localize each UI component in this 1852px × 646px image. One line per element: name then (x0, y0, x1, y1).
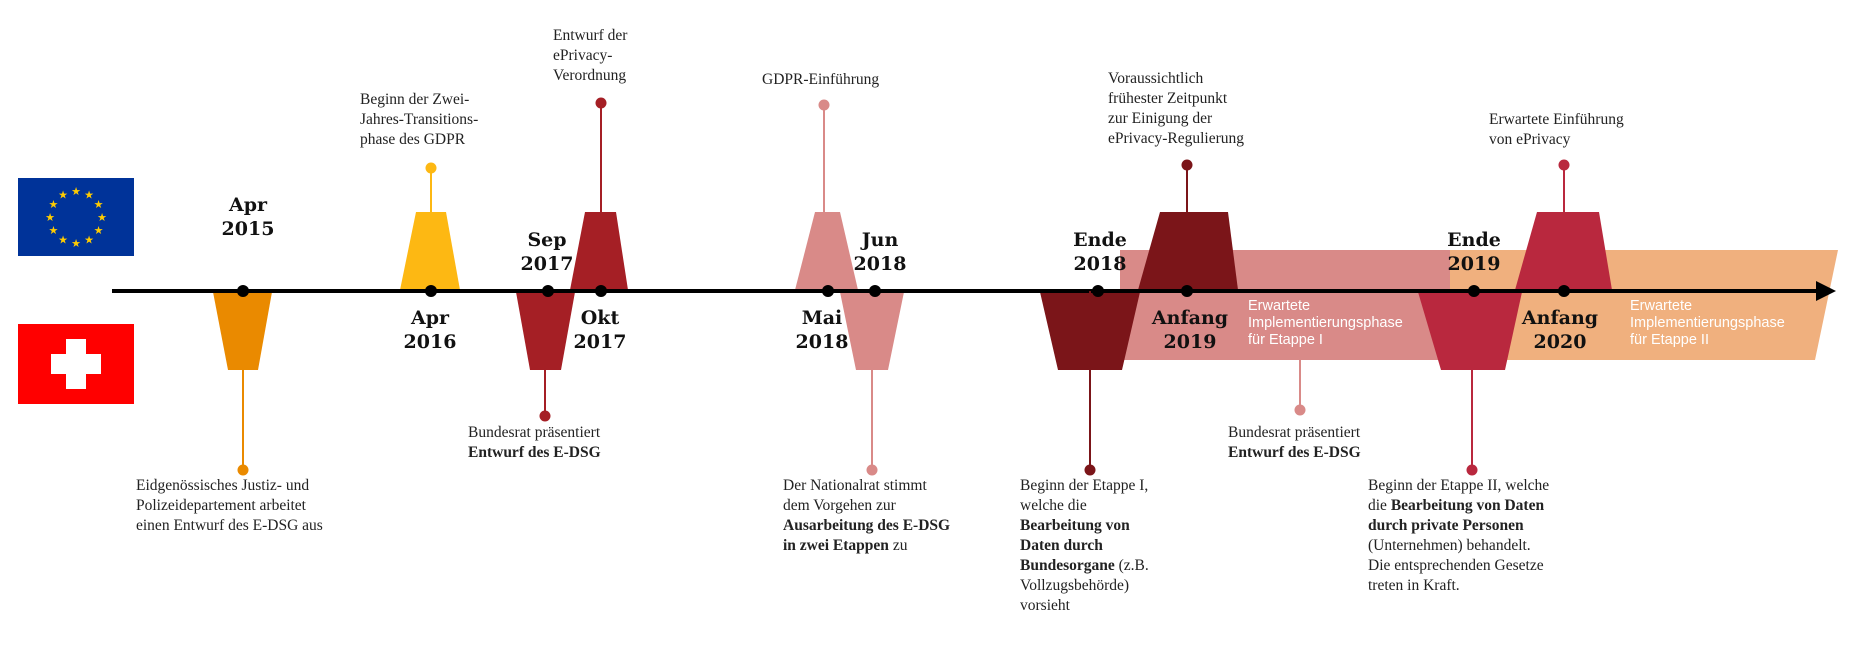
ch-event-bundesrat-2: Bundesrat präsentiert Entwurf des E-DSG (1228, 424, 1361, 461)
ch-event-etappe-2: Beginn der Etappe II, welche die Bearbei… (1368, 477, 1550, 594)
ch-event-bundesrat-1: Bundesrat präsentiert Entwurf des E-DSG (468, 424, 601, 461)
eu-star-icon: ★ (97, 211, 107, 224)
eu-star-icon: ★ (94, 198, 104, 211)
stem-eprivacy-intro-dot (1558, 159, 1570, 171)
axis-dots (237, 285, 1570, 297)
eu-event-eprivacy-intro: Erwartete Einführung von ePrivacy (1489, 111, 1624, 148)
axis-dot (1092, 285, 1104, 297)
stem-bundesrat-1-dot (539, 410, 551, 422)
ch-event-ejpd: Eidgenössisches Justiz- und Polizeidepar… (136, 477, 323, 534)
timeline-arrowhead (1816, 281, 1836, 301)
eu-flag-icon: ★★★★★★★★★★★★ (18, 178, 134, 256)
axis-dot (595, 285, 607, 297)
stem-gdpr-intro-dot (818, 99, 830, 111)
stem-gdpr-transition-dot (425, 162, 437, 174)
stem-etappe-1-dot (1084, 464, 1096, 476)
axis-dot (869, 285, 881, 297)
ch-event-etappe-1: Beginn der Etappe I, welche die Bearbeit… (1020, 477, 1149, 614)
axis-dot (425, 285, 437, 297)
swiss-flag-icon (18, 324, 134, 404)
event-stems (237, 97, 1570, 476)
ch-event-nationalrat: Der Nationalrat stimmt dem Vorgehen zur … (783, 477, 951, 554)
axis-dot (1181, 285, 1193, 297)
eu-event-gdpr-transition: Beginn der Zwei- Jahres-Transitions- pha… (360, 91, 479, 148)
stem-ejpd-dot (237, 464, 249, 476)
axis-dot (1468, 285, 1480, 297)
eu-event-eprivacy-agreement: Voraussichtlich frühester Zeitpunkt zur … (1108, 70, 1245, 147)
axis-dot (237, 285, 249, 297)
eu-star-icon: ★ (58, 188, 68, 201)
stem-eprivacy-draft-dot (595, 97, 607, 109)
eu-star-icon: ★ (71, 185, 81, 198)
eu-star-icon: ★ (49, 224, 59, 237)
eu-event-eprivacy-draft: Entwurf der ePrivacy- Verordnung (553, 27, 628, 84)
marker-ende-2019 (1418, 292, 1522, 370)
stem-etappe-2-dot (1466, 464, 1478, 476)
eu-star-icon: ★ (84, 234, 94, 247)
marker-gdpr-intro (795, 212, 858, 290)
stem-nationalrat-dot (866, 464, 878, 476)
eu-star-icon: ★ (94, 224, 104, 237)
eu-star-icon: ★ (71, 237, 81, 250)
eu-star-icon: ★ (58, 234, 68, 247)
axis-dot (1558, 285, 1570, 297)
eu-star-icon: ★ (84, 188, 94, 201)
marker-okt-2017 (570, 212, 628, 290)
eu-star-icon: ★ (45, 211, 55, 224)
eu-event-gdpr-intro: GDPR-Einführung (762, 71, 880, 88)
eu-star-icon: ★ (49, 198, 59, 211)
stem-eprivacy-agreement-dot (1181, 159, 1193, 171)
stem-bundesrat-2-dot (1294, 404, 1306, 416)
axis-dot (542, 285, 554, 297)
axis-dot (822, 285, 834, 297)
